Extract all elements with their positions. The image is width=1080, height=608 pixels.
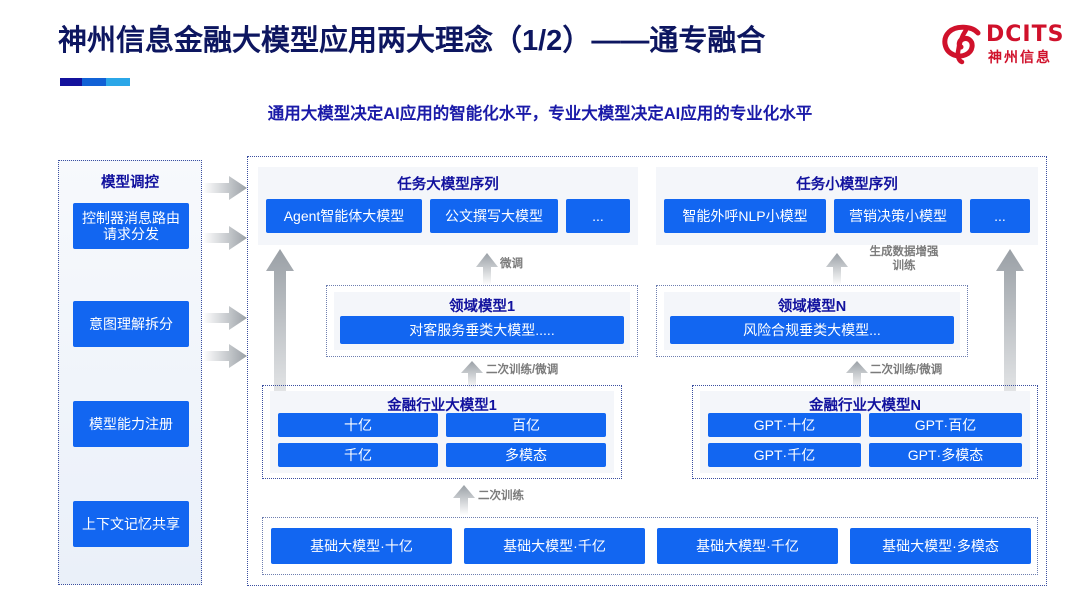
industry-model-right-title: 金融行业大模型N xyxy=(809,398,921,414)
industry-left-item-3[interactable]: 千亿 xyxy=(278,443,438,467)
control-item-router[interactable]: 控制器消息路由请求分发 xyxy=(73,203,189,249)
industry-left-item-4[interactable]: 多模态 xyxy=(446,443,606,467)
flow-arrow-up-tall-right xyxy=(996,249,1024,449)
flow-arrow-up-retrain-left xyxy=(461,361,483,389)
industry-right-item-2[interactable]: GPT·百亿 xyxy=(869,413,1022,437)
industry-right-item-4[interactable]: GPT·多模态 xyxy=(869,443,1022,467)
page-subtitle: 通用大模型决定AI应用的智能化水平，专业大模型决定AI应用的专业化水平 xyxy=(267,105,813,123)
industry-model-left-box: 金融行业大模型1 十亿 百亿 千亿 多模态 xyxy=(262,385,622,479)
industry-right-item-1[interactable]: GPT·十亿 xyxy=(708,413,861,437)
domain-model-left-title: 领域模型1 xyxy=(448,299,516,315)
task-big-model-item-more[interactable]: ... xyxy=(566,199,630,233)
industry-right-item-3[interactable]: GPT·千亿 xyxy=(708,443,861,467)
industry-left-item-1[interactable]: 十亿 xyxy=(278,413,438,437)
flow-arrow-right-4 xyxy=(203,344,247,368)
flow-arrow-up-tall-left xyxy=(266,249,294,449)
flow-arrow-right-3 xyxy=(203,306,247,330)
rule-segment-dark xyxy=(60,78,82,86)
rule-segment-mid xyxy=(82,78,106,86)
base-model-item-1[interactable]: 基础大模型·十亿 xyxy=(271,528,452,564)
task-small-model-group: 任务小模型序列 智能外呼NLP小模型 营销决策小模型 ... xyxy=(656,167,1038,245)
base-model-item-2[interactable]: 基础大模型·千亿 xyxy=(464,528,645,564)
model-control-title: 模型调控 xyxy=(101,175,159,191)
domain-model-right-title: 领域模型N xyxy=(777,299,847,315)
domain-model-right-item[interactable]: 风险合规垂类大模型... xyxy=(670,316,954,344)
task-big-model-title: 任务大模型序列 xyxy=(397,177,499,193)
page-title: 神州信息金融大模型应用两大理念（1/2）——通专融合 xyxy=(58,25,766,57)
flow-arrow-up-data-augment xyxy=(826,253,848,285)
architecture-diagram: 任务大模型序列 Agent智能体大模型 公文撰写大模型 ... 任务小模型序列 … xyxy=(247,156,1047,586)
flow-arrow-right-1 xyxy=(203,176,247,200)
base-model-box: 基础大模型·十亿 基础大模型·千亿 基础大模型·千亿 基础大模型·多模态 xyxy=(262,517,1038,575)
task-big-model-item-doc[interactable]: 公文撰写大模型 xyxy=(430,199,558,233)
model-control-panel: 模型调控 控制器消息路由请求分发 意图理解拆分 模型能力注册 上下文记忆共享 xyxy=(58,160,202,585)
control-item-intent[interactable]: 意图理解拆分 xyxy=(73,301,189,347)
domain-model-left-box: 领域模型1 对客服务垂类大模型..... xyxy=(326,285,638,357)
domain-model-right-box: 领域模型N 风险合规垂类大模型... xyxy=(656,285,968,357)
domain-model-left-item[interactable]: 对客服务垂类大模型..... xyxy=(340,316,624,344)
page-header: 神州信息金融大模型应用两大理念（1/2）——通专融合 通用大模型决定AI应用的智… xyxy=(0,0,1080,150)
flow-arrow-up-retrain-right xyxy=(846,361,868,389)
title-underline-rule xyxy=(60,78,130,86)
domain-model-left-panel: 领域模型1 对客服务垂类大模型..... xyxy=(334,292,630,350)
task-small-model-item-more[interactable]: ... xyxy=(970,199,1030,233)
rule-segment-light xyxy=(106,78,130,86)
base-model-item-4[interactable]: 基础大模型·多模态 xyxy=(850,528,1031,564)
task-big-model-item-agent[interactable]: Agent智能体大模型 xyxy=(266,199,422,233)
industry-model-left-title: 金融行业大模型1 xyxy=(387,398,497,414)
logo-brand-cn-text: 神州信息 xyxy=(988,49,1052,65)
industry-model-right-panel: 金融行业大模型N GPT·十亿 GPT·百亿 GPT·千亿 GPT·多模态 xyxy=(700,391,1030,473)
arrow-label-retrain-right: 二次训练/微调 xyxy=(870,364,943,376)
task-small-model-item-marketing[interactable]: 营销决策小模型 xyxy=(834,199,962,233)
control-item-context[interactable]: 上下文记忆共享 xyxy=(73,501,189,547)
arrow-label-finetune: 微调 xyxy=(500,258,523,270)
industry-model-left-panel: 金融行业大模型1 十亿 百亿 千亿 多模态 xyxy=(270,391,614,473)
task-small-model-title: 任务小模型序列 xyxy=(796,177,898,193)
flow-arrow-right-2 xyxy=(203,226,247,250)
base-model-item-3[interactable]: 基础大模型·千亿 xyxy=(657,528,838,564)
flow-arrow-up-finetune xyxy=(476,253,498,285)
domain-model-right-panel: 领域模型N 风险合规垂类大模型... xyxy=(664,292,960,350)
arrow-label-data-augment: 生成数据增强 训练 xyxy=(869,246,939,273)
task-big-model-group: 任务大模型序列 Agent智能体大模型 公文撰写大模型 ... xyxy=(258,167,638,245)
industry-model-right-box: 金融行业大模型N GPT·十亿 GPT·百亿 GPT·千亿 GPT·多模态 xyxy=(692,385,1038,479)
dcits-logo: DCITS 神州信息 xyxy=(942,20,1065,72)
logo-brand-text: DCITS xyxy=(986,22,1065,47)
task-small-model-item-nlp[interactable]: 智能外呼NLP小模型 xyxy=(664,199,826,233)
control-item-registry[interactable]: 模型能力注册 xyxy=(73,401,189,447)
dcits-swirl-icon xyxy=(942,24,981,65)
arrow-label-retrain-base: 二次训练 xyxy=(478,490,524,502)
industry-left-item-2[interactable]: 百亿 xyxy=(446,413,606,437)
flow-arrow-up-retrain-base xyxy=(453,485,475,515)
arrow-label-retrain-left: 二次训练/微调 xyxy=(486,364,559,376)
